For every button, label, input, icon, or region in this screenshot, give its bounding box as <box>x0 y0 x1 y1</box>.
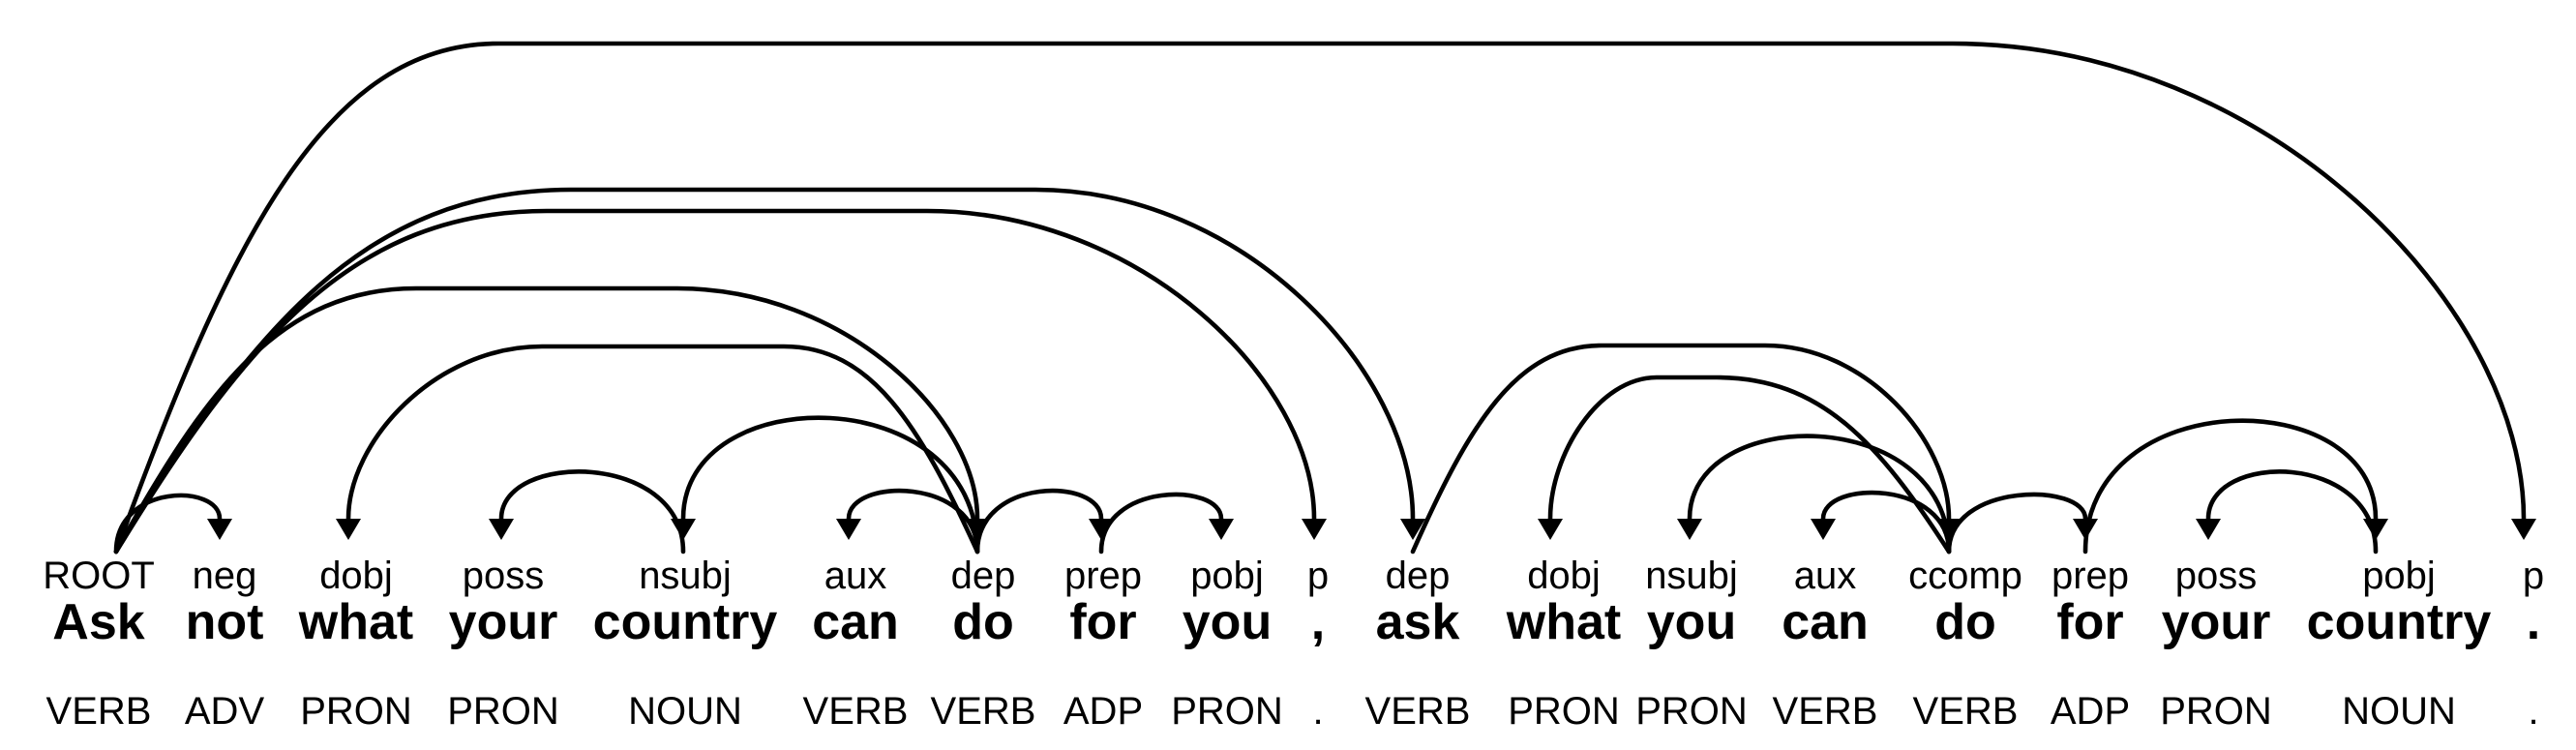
arrowhead-poss <box>489 519 514 540</box>
dep-label-ROOT: ROOT <box>43 555 155 597</box>
pos-tag-ADP: ADP <box>2051 690 2130 733</box>
pos-tag-VERB: VERB <box>931 690 1036 733</box>
arc-dobj <box>1547 375 1952 555</box>
token-word: for <box>1069 594 1136 650</box>
pos-tag-NOUN: NOUN <box>2342 690 2456 733</box>
token-word: country <box>593 594 778 650</box>
arrowhead-neg <box>207 519 232 540</box>
token-word: . <box>2527 594 2540 650</box>
token-word: you <box>1183 594 1272 650</box>
token-word: what <box>298 594 413 650</box>
dep-label-neg: neg <box>193 555 257 597</box>
arc-nsubj <box>680 415 980 555</box>
arc-aux <box>846 488 980 555</box>
arrowheads-layer <box>207 519 2536 540</box>
token-word: do <box>952 594 1014 650</box>
arrowhead-poss <box>2196 519 2221 540</box>
pos-tag-VERB: VERB <box>1365 690 1471 733</box>
dep-label-prep: prep <box>2052 555 2129 597</box>
token-word: ask <box>1376 594 1460 650</box>
token-word: for <box>2056 594 2123 650</box>
dep-label-pobj: pobj <box>2362 555 2436 597</box>
arc-prep <box>974 488 1104 555</box>
arc-ccomp <box>1410 343 1952 555</box>
arrowhead-dep <box>965 519 990 540</box>
token-word: you <box>1647 594 1736 650</box>
dep-label-ccomp: ccomp <box>1908 555 2022 597</box>
arrowhead-ccomp <box>1936 519 1962 540</box>
pos-tag-VERB: VERB <box>1773 690 1878 733</box>
arrowhead-aux <box>1811 519 1836 540</box>
dep-label-aux: aux <box>824 555 887 597</box>
token-word: , <box>1311 594 1325 650</box>
token-word: Ask <box>52 594 144 650</box>
dep-label-poss: poss <box>2175 555 2258 597</box>
dep-label-nsubj: nsubj <box>1645 555 1738 597</box>
arc-pobj <box>2082 418 2379 555</box>
token-word: not <box>186 594 264 650</box>
pos-tag-punct: . <box>1312 690 1323 733</box>
labels-layer: ROOTAskVERBnegnotADVdobjwhatPRONpossyour… <box>43 555 2544 733</box>
arc-poss <box>2205 469 2379 555</box>
arrowhead-prep <box>2073 519 2098 540</box>
dep-label-p: p <box>2523 555 2544 597</box>
pos-tag-punct: . <box>2528 690 2538 733</box>
pos-tag-PRON: PRON <box>1508 690 1620 733</box>
token-word: country <box>2307 594 2492 650</box>
dep-label-dobj: dobj <box>319 555 393 597</box>
arrowhead-p <box>2511 519 2536 540</box>
dep-label-dep: dep <box>1386 555 1451 597</box>
pos-tag-PRON: PRON <box>2160 690 2272 733</box>
arcs-layer <box>113 41 2527 555</box>
token-word: can <box>1782 594 1869 650</box>
dep-label-dobj: dobj <box>1527 555 1601 597</box>
arrowhead-aux <box>836 519 861 540</box>
arrowhead-dep <box>1400 519 1425 540</box>
arc-dobj <box>345 344 980 555</box>
pos-tag-PRON: PRON <box>447 690 559 733</box>
arrowhead-prep <box>1089 519 1114 540</box>
pos-tag-VERB: VERB <box>1913 690 2019 733</box>
arc-nsubj <box>1687 434 1952 555</box>
pos-tag-PRON: PRON <box>300 690 412 733</box>
pos-tag-VERB: VERB <box>46 690 152 733</box>
arc-dep <box>113 285 980 555</box>
token-word: can <box>812 594 899 650</box>
arc-pobj <box>1098 492 1224 555</box>
arc-poss <box>498 469 686 555</box>
arrowhead-dobj <box>1538 519 1563 540</box>
arc-p <box>113 41 2527 555</box>
dep-label-nsubj: nsubj <box>639 555 732 597</box>
pos-tag-ADP: ADP <box>1063 690 1143 733</box>
pos-tag-PRON: PRON <box>1635 690 1748 733</box>
pos-tag-VERB: VERB <box>803 690 909 733</box>
dep-label-prep: prep <box>1064 555 1142 597</box>
dep-label-pobj: pobj <box>1190 555 1264 597</box>
arrowhead-pobj <box>2363 519 2388 540</box>
token-word: what <box>1506 594 1621 650</box>
arrowhead-dobj <box>336 519 361 540</box>
arc-dep <box>113 187 1416 555</box>
arrowhead-p <box>1302 519 1327 540</box>
dep-label-poss: poss <box>463 555 545 597</box>
arc-p <box>113 208 1317 555</box>
arc-prep <box>1946 492 2088 555</box>
arrowhead-pobj <box>1209 519 1234 540</box>
arrowhead-nsubj <box>1677 519 1702 540</box>
dep-label-p: p <box>1307 555 1329 597</box>
arc-neg <box>113 493 223 555</box>
token-word: your <box>449 594 558 650</box>
token-word: your <box>2162 594 2271 650</box>
arrowhead-nsubj <box>671 519 696 540</box>
token-word: do <box>1934 594 1996 650</box>
pos-tag-NOUN: NOUN <box>628 690 742 733</box>
dep-label-dep: dep <box>951 555 1016 597</box>
pos-tag-PRON: PRON <box>1171 690 1283 733</box>
dep-label-aux: aux <box>1794 555 1857 597</box>
pos-tag-ADV: ADV <box>185 690 265 733</box>
